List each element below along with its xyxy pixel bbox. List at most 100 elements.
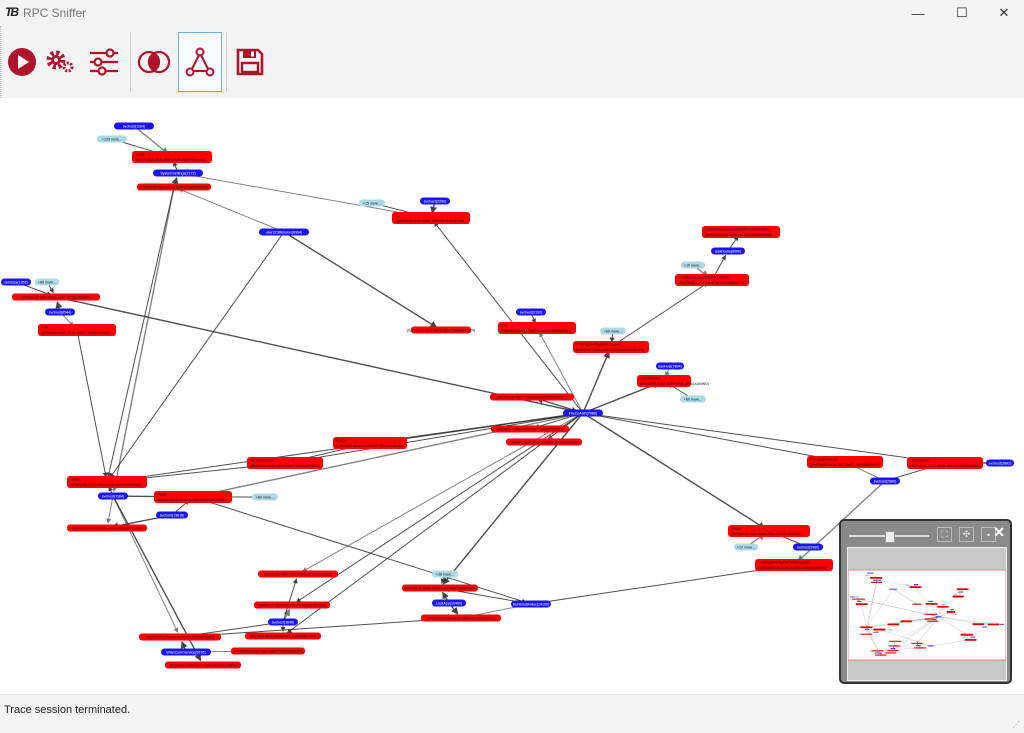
endpoint-node[interactable]: Fsadb{00000136-0000-0000-c000-0000000000…	[67, 476, 147, 488]
endpoint-node[interactable]: RemoteAccess{a6ef3b1a-4e3b-4a79-9db2-1f9…	[247, 457, 323, 469]
settings-button[interactable]	[39, 32, 81, 92]
process-node[interactable]: svchost(13816)	[156, 511, 188, 519]
endpoint-node[interactable]: ncr{7ba73e43-5bc1-4ba6-9f89-4e2f15d2e09a…	[392, 212, 470, 224]
endpoint-node[interactable]: ComRuntime{0fbcd2a0-7a9d-4d86-b2d5-2c4b1…	[637, 375, 710, 387]
endpoint-node[interactable]: Fsdb{4b4d96e4-51f1-47c1-9a47-7d3f5c2b1e0…	[38, 324, 116, 336]
minimap-zoom-slider[interactable]	[849, 531, 929, 543]
endpoint-node[interactable]: {a71efabc-37fe-4c1d-9b02-4f17eea5c2e3}	[421, 614, 501, 622]
process-node[interactable]: WlanConnService(6576)	[161, 648, 211, 656]
endpoint-node[interactable]: {5ffbf6c9-3a1e-4b7d-8c2f-1e0d9a8b7c6e}	[245, 632, 321, 640]
endpoint-node[interactable]: {17D2a009-3f9b-4e1a-9a47-2f0cee19ae12}	[137, 183, 211, 191]
endpoint-node[interactable]: {3a5f6e1c-0b8d-4c2a-91f4-7e6d5c4b3a20}	[254, 601, 330, 609]
graph-edge	[112, 495, 202, 662]
process-node[interactable]: services(1352)	[1, 278, 31, 286]
endpoint-node[interactable]: ChannelEnc{30571e4c-2c07-4b58-a6e7-ee1f9…	[907, 457, 983, 469]
endpoint-node[interactable]: {b7e9f1a3-2c4d-4e5f-8a6b-7c8d9e0f1a2b}	[231, 647, 305, 655]
node-shape	[702, 226, 780, 238]
endpoint-node[interactable]: C:\Windows\System32\Accounts{d7b4a8e0-3f…	[755, 559, 833, 571]
node-shape	[67, 476, 147, 488]
process-node[interactable]: svchost(2192)	[516, 308, 546, 316]
process-node[interactable]: FileCoAuth(7988)	[563, 409, 603, 417]
more-node[interactable]: +60 more...	[680, 395, 706, 403]
resize-grip-icon[interactable]: ⋰	[1012, 720, 1020, 729]
start-trace-button[interactable]	[1, 32, 43, 92]
endpoint-node[interactable]: C:\Windows\System32\shell{c9e1f3a7-0b6e-…	[573, 341, 649, 353]
endpoint-node[interactable]: Config{8D1F3C4A-07a1-4be3-9c2d-a0b7f3e1e…	[132, 151, 212, 163]
endpoint-node[interactable]: {2b7aee4f-966c-421a-b2b1-8f7f3e2d1c10}	[12, 293, 100, 301]
endpoint-node[interactable]: {1f8d6c7e-35f3-4f5a-b4e2-9e16f7a2c01d}	[491, 425, 569, 433]
process-node[interactable]: svchost(2892)	[986, 459, 1014, 467]
endpoint-node[interactable]: C:\Windows\System32\WindowsRuntime{9e0c1…	[702, 226, 780, 238]
more-node[interactable]: +15 more...	[359, 199, 385, 207]
expand-icon[interactable]: ✣	[959, 527, 974, 542]
more-node[interactable]: +38 more...	[432, 570, 458, 578]
process-node[interactable]: svchost(6544)	[45, 308, 75, 316]
node-label: svchost(1164)	[102, 494, 124, 498]
endpoint-node[interactable]: tpm{4d8e5e52-0d14-4b83-a3d1-2cd4c8f9e3aa…	[498, 322, 576, 334]
graph-edge	[286, 412, 584, 634]
process-node[interactable]: SystemSettings(2172)	[153, 169, 203, 177]
endpoint-node[interactable]: PolicyAgentProxy{0bd76e05-4c5b-4d11-9e37…	[807, 456, 883, 468]
endpoint-node[interactable]: dnsap{0e57aa2c-1a3d-4d6a-9f8c-5b7e4c3d2a…	[728, 525, 810, 537]
filters-button[interactable]	[83, 32, 125, 92]
fit-view-icon[interactable]: ⛶	[937, 527, 952, 542]
endpoint-node[interactable]: {0a79a1c5-3d2e-4c1b-bf8e-1f6d4a3c2b19}	[407, 326, 476, 334]
process-node[interactable]: user32SBBroker(6964)	[259, 228, 309, 236]
node-label: svchost(2960)	[797, 545, 820, 549]
maximize-button[interactable]: ☐	[956, 5, 968, 20]
toolbar-separator	[130, 32, 131, 92]
node-label: taskhostw(8900)	[715, 249, 741, 253]
process-node[interactable]: svchost(3640)	[268, 618, 298, 626]
center-icon[interactable]: •	[981, 527, 996, 542]
save-button[interactable]	[229, 32, 271, 92]
process-node[interactable]: svchost(1164)	[114, 122, 154, 130]
node-label: tpm	[501, 324, 507, 328]
node-shape	[600, 327, 626, 335]
graph-edge	[282, 578, 298, 623]
minimap-zoom-thumb[interactable]	[885, 531, 895, 543]
process-node[interactable]: svchost(1164)	[98, 492, 128, 500]
endpoint-node[interactable]: {4ba3c5d2-18e6-4f7a-a3c9-0d2e1f8b9a6c}	[139, 633, 221, 641]
endpoint-node[interactable]: C:\Windows\System32\combase{eaa73ea3-0a1…	[675, 274, 749, 286]
node-label: {1f8d6c7e-35f3-4f5a-b4e2-9e16f7a2c01d}	[497, 427, 565, 431]
node-label: ComRuntime	[640, 377, 661, 381]
more-node[interactable]: +60 more...	[252, 493, 278, 501]
more-node[interactable]: +60 more...	[600, 327, 626, 335]
endpoint-node[interactable]: {00000134-0000-0000-c000-000000000046}	[67, 524, 147, 532]
diff-button[interactable]	[133, 32, 175, 92]
node-label: RemoteAccess	[250, 459, 274, 463]
process-node[interactable]: taskhostw(8900)	[711, 247, 745, 255]
process-node[interactable]: LockApp(10400)	[432, 599, 466, 607]
more-node[interactable]: +17 more...	[734, 543, 758, 551]
minimize-button[interactable]: —	[911, 5, 925, 21]
process-node[interactable]: RuntimeBroker(14100)	[511, 600, 551, 608]
save-icon	[236, 48, 264, 76]
more-node[interactable]: +60 more...	[35, 278, 59, 286]
endpoint-node[interactable]: {8a28e4f2-9d07-45b1-bd4c-2f1e0c9a3b5d}	[258, 570, 338, 578]
minimap-panel[interactable]: ⛶ ✣ • ✕	[839, 519, 1012, 684]
process-node[interactable]: dasHost(7804)	[656, 362, 684, 370]
more-node[interactable]: +10 more...	[681, 261, 705, 269]
endpoint-node[interactable]: {28a0e3f4-17a9-4b2c-b8de-3f1c9a6a1b42}	[506, 438, 582, 446]
process-node[interactable]: svchost(2960)	[793, 543, 823, 551]
process-node[interactable]: svchost(2960)	[870, 477, 900, 485]
more-node[interactable]: +133 more...	[97, 135, 127, 143]
close-button[interactable]: ✕	[998, 5, 1010, 20]
graph-view-button[interactable]	[178, 32, 222, 92]
rpc-graph[interactable]: svchost(1164) SystemSettings(2172) svchost…	[0, 98, 1024, 694]
endpoint-node[interactable]: Fsadb{a61e17a4-8b1f-4e8c-9b6d-c43ff1a2b7…	[154, 491, 232, 503]
node-label: Fsadb	[157, 493, 167, 497]
process-node[interactable]: svchost(2260)	[420, 197, 450, 205]
endpoint-node[interactable]: {2f1ac4d6-3e5b-4c7a-9d8e-0f1a2b3c4d5e}	[165, 661, 241, 669]
minimap-viewport[interactable]	[847, 547, 1007, 681]
endpoint-node[interactable]: {3ee6b1a5-06d7-4cda-9d4a-1b0f9c3e2d71}	[490, 393, 574, 401]
title-bar: TB RPC Sniffer — ☐ ✕	[0, 0, 1024, 26]
app-logo-icon: TB	[5, 5, 19, 19]
node-shape	[681, 261, 705, 269]
node-label: ncr	[395, 214, 401, 218]
minimap-close-icon[interactable]: ✕	[993, 524, 1005, 540]
node-label: {3a5f6e1c-0b8d-4c2a-91f4-7e6d5c4b3a20}	[258, 603, 327, 607]
node-label: user32SBBroker(6964)	[266, 230, 303, 234]
endpoint-node[interactable]: {00000131-0000-0000-c000-000000000046}	[402, 584, 478, 592]
endpoint-node[interactable]: FsaQs{c9f2c3e1-6d4b-4d6f-b1ef-90dc2e4a0c…	[333, 437, 407, 449]
